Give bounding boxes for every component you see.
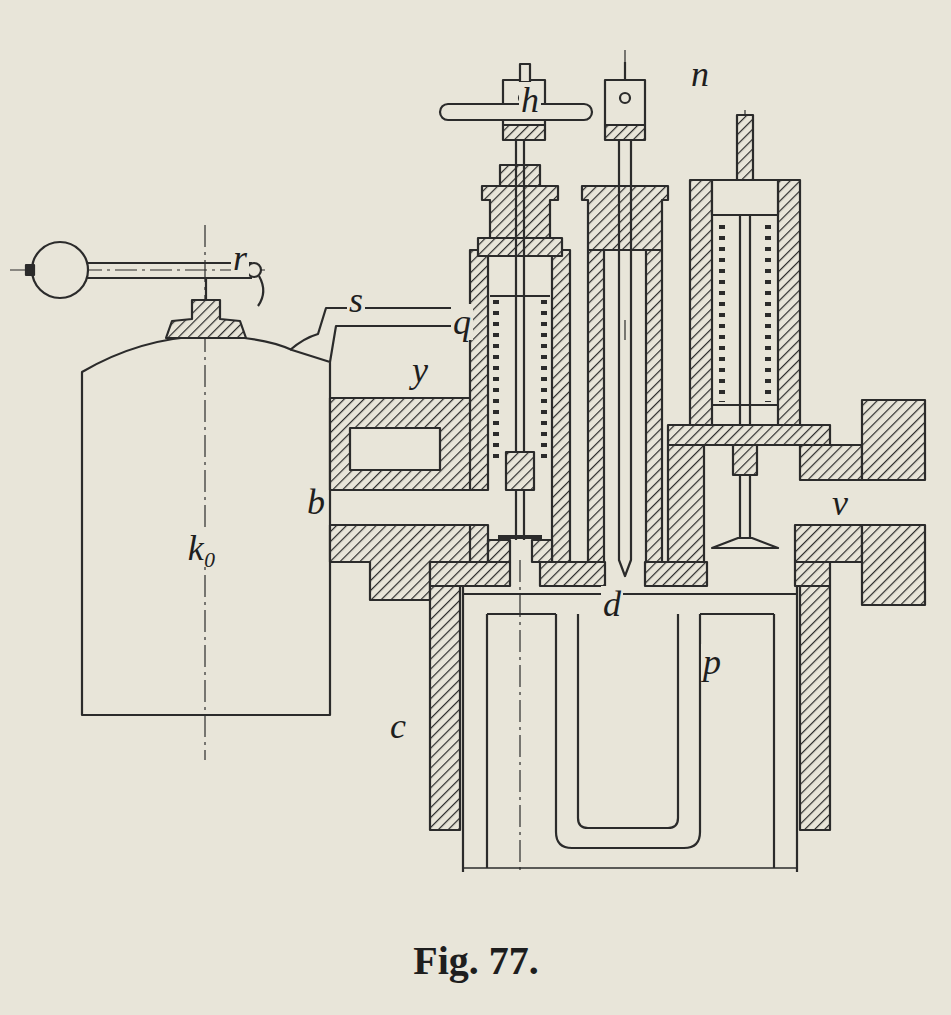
callout-letter: r xyxy=(231,240,249,276)
callout-letter: q xyxy=(451,304,473,340)
callout-letter: v xyxy=(830,485,850,521)
callout-letter: p xyxy=(701,644,723,680)
callout-letter: d xyxy=(601,586,623,622)
callout-letter: s xyxy=(347,282,365,318)
callout-letter: b xyxy=(305,484,327,520)
callout-letter: h xyxy=(519,82,541,118)
callout-letter: c xyxy=(388,708,408,744)
callout-letter: n xyxy=(689,56,711,92)
callout-letter: y xyxy=(410,352,430,388)
callout-letter: k₀ xyxy=(186,530,219,566)
figure-caption: Fig. 77. xyxy=(413,937,539,984)
